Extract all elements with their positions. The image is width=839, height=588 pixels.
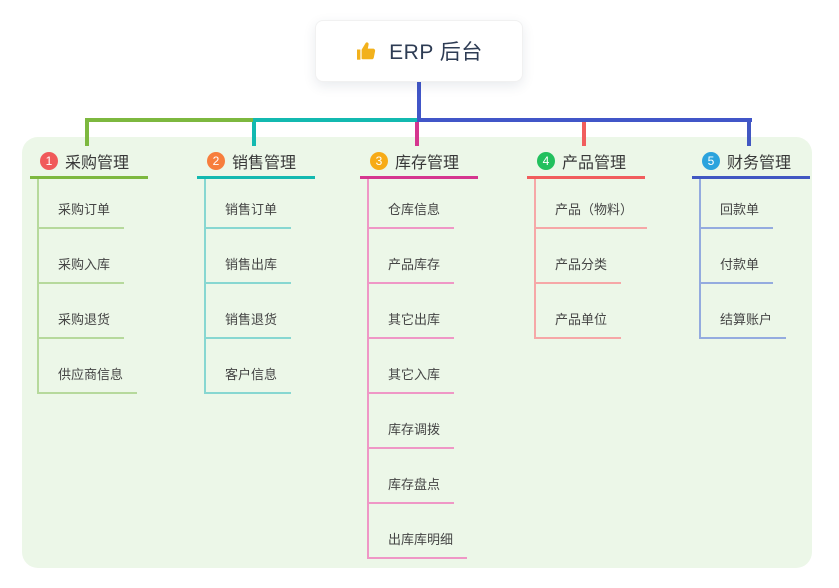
branch-label: 销售管理	[232, 155, 297, 172]
branch-item[interactable]: 库存盘点	[369, 449, 455, 504]
branch-title[interactable]: 1 采购管理	[30, 146, 148, 179]
branch-items: 回款单付款单结算账户	[699, 179, 810, 339]
branch-item[interactable]: 客户信息	[206, 339, 292, 394]
thumbs-up-icon	[355, 39, 379, 63]
branch-item[interactable]: 产品单位	[536, 284, 622, 339]
branch-connector	[582, 122, 586, 146]
branch-title[interactable]: 5 财务管理	[692, 146, 810, 179]
branch-connector	[747, 122, 751, 146]
branch: 3 库存管理 仓库信息产品库存其它出库其它入库库存调拨库存盘点出库库明细	[360, 122, 478, 559]
connector-trunk-segment	[253, 118, 419, 122]
branch-title[interactable]: 2 销售管理	[197, 146, 315, 179]
branches-panel	[22, 137, 812, 568]
branch-items: 仓库信息产品库存其它出库其它入库库存调拨库存盘点出库库明细	[367, 179, 478, 559]
branch-item[interactable]: 其它入库	[369, 339, 455, 394]
connector-trunk-segment	[85, 118, 253, 122]
branch-number-badge: 2	[207, 152, 225, 170]
branch-number-badge: 3	[370, 152, 388, 170]
branch-item[interactable]: 采购订单	[39, 179, 125, 229]
branch-item[interactable]: 销售退货	[206, 284, 292, 339]
branch: 5 财务管理 回款单付款单结算账户	[692, 122, 810, 339]
branch-connector	[415, 122, 419, 146]
root-label: ERP 后台	[389, 41, 483, 64]
branch-number-badge: 5	[702, 152, 720, 170]
branch-item[interactable]: 采购退货	[39, 284, 125, 339]
branch-connector	[85, 122, 89, 146]
branch-title[interactable]: 4 产品管理	[527, 146, 645, 179]
branch-connector	[252, 122, 256, 146]
branch-item[interactable]: 产品分类	[536, 229, 622, 284]
branch-item[interactable]: 供应商信息	[39, 339, 138, 394]
branch-item[interactable]: 回款单	[701, 179, 774, 229]
branch-label: 采购管理	[65, 155, 130, 172]
branch-number-badge: 4	[537, 152, 555, 170]
branch-item[interactable]: 付款单	[701, 229, 774, 284]
branch-label: 财务管理	[727, 155, 792, 172]
branch-item[interactable]: 仓库信息	[369, 179, 455, 229]
branch-item[interactable]: 采购入库	[39, 229, 125, 284]
root-node[interactable]: ERP 后台	[315, 20, 523, 82]
branch: 1 采购管理 采购订单采购入库采购退货供应商信息	[30, 122, 148, 394]
connector-root	[417, 82, 421, 120]
branch-item[interactable]: 出库库明细	[369, 504, 468, 559]
branch: 4 产品管理 产品（物料）产品分类产品单位	[527, 122, 648, 339]
connector-trunk-segment	[417, 118, 752, 122]
branch-number-badge: 1	[40, 152, 58, 170]
branch-title[interactable]: 3 库存管理	[360, 146, 478, 179]
branch-items: 销售订单销售出库销售退货客户信息	[204, 179, 315, 394]
branch-items: 采购订单采购入库采购退货供应商信息	[37, 179, 148, 394]
branch-item[interactable]: 产品（物料）	[536, 179, 648, 229]
branch-label: 产品管理	[562, 155, 627, 172]
branch-items: 产品（物料）产品分类产品单位	[534, 179, 648, 339]
branch-item[interactable]: 产品库存	[369, 229, 455, 284]
branch-item[interactable]: 销售订单	[206, 179, 292, 229]
branch: 2 销售管理 销售订单销售出库销售退货客户信息	[197, 122, 315, 394]
branch-item[interactable]: 销售出库	[206, 229, 292, 284]
branch-item[interactable]: 库存调拨	[369, 394, 455, 449]
branch-label: 库存管理	[395, 155, 460, 172]
branch-item[interactable]: 结算账户	[701, 284, 787, 339]
branch-item[interactable]: 其它出库	[369, 284, 455, 339]
